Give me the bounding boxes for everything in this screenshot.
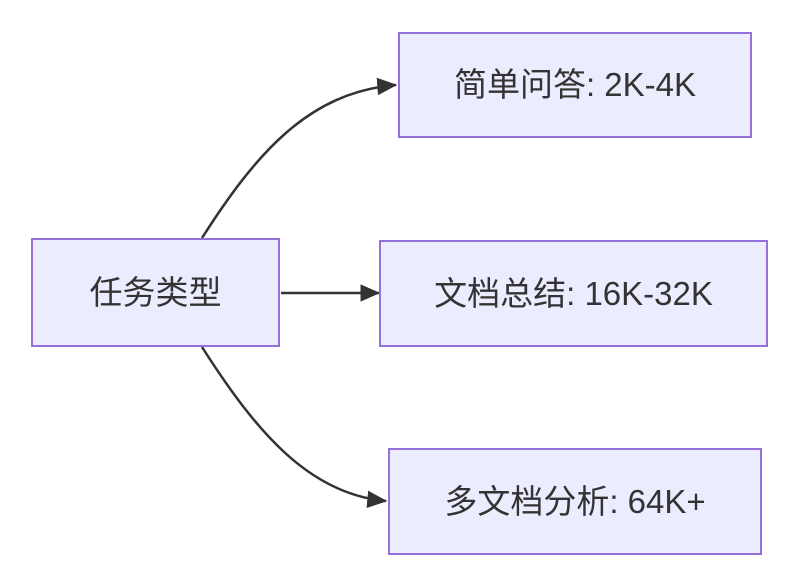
node-doc-summary-label: 文档总结: 16K-32K: [434, 274, 713, 312]
node-multi-doc-analysis-label: 多文档分析: 64K+: [444, 482, 706, 520]
node-simple-qa-label: 简单问答: 2K-4K: [453, 66, 697, 104]
node-doc-summary: 文档总结: 16K-32K: [379, 240, 768, 347]
node-simple-qa: 简单问答: 2K-4K: [398, 32, 752, 138]
edge-task-to-multi-doc: [200, 346, 388, 509]
edge-task-to-simple-qa: [200, 77, 398, 239]
node-task-type: 任务类型: [31, 238, 280, 347]
node-multi-doc-analysis: 多文档分析: 64K+: [388, 448, 762, 555]
node-task-type-label: 任务类型: [89, 273, 222, 311]
